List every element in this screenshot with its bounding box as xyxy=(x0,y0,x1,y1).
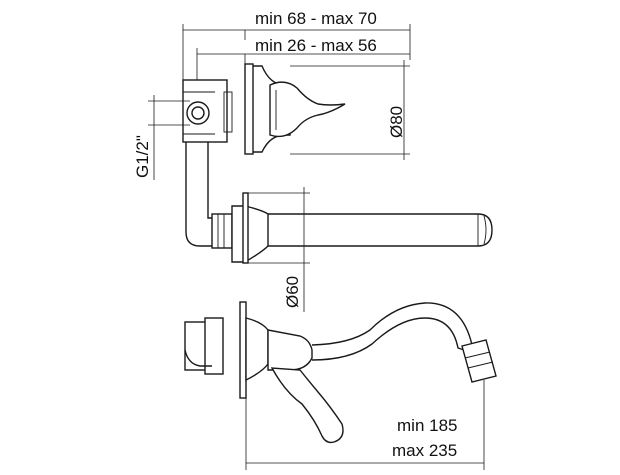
mixer-top-view xyxy=(148,24,411,247)
spout-rosette-diameter-label: Ø60 xyxy=(283,276,302,308)
spout-reach-max-label: max 235 xyxy=(392,441,457,460)
side-elevation-view xyxy=(184,301,497,470)
spout-reach-min-label: min 185 xyxy=(397,416,457,435)
flange-depth-label: min 26 - max 56 xyxy=(255,36,377,55)
thread-size-label: G1/2" xyxy=(133,135,152,178)
spout-top-view xyxy=(211,187,493,312)
rosette-diameter-label: Ø80 xyxy=(387,106,406,138)
overall-depth-label: min 68 - max 70 xyxy=(255,9,377,28)
